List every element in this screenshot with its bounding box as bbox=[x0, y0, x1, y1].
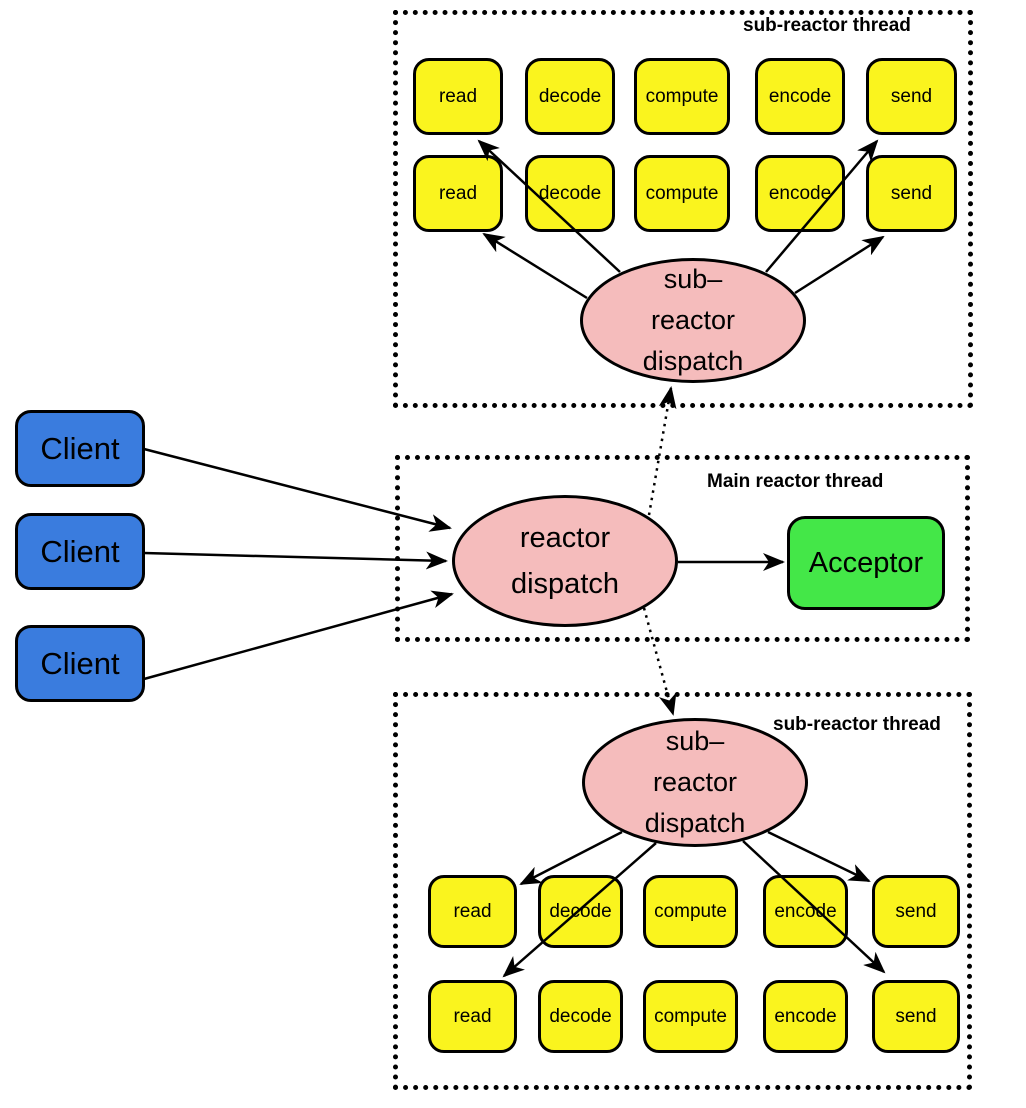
task-label: read bbox=[453, 900, 492, 922]
bottom-subreactor-dispatch-ellipse: sub– reactor dispatch bbox=[582, 718, 808, 847]
task-label: encode bbox=[774, 1005, 837, 1027]
client-label: Client bbox=[40, 645, 120, 681]
top-subreactor-thread-label: sub-reactor thread bbox=[743, 15, 911, 36]
task-label: compute bbox=[645, 85, 719, 107]
task-label: compute bbox=[654, 1005, 727, 1027]
task-box: compute bbox=[643, 980, 738, 1053]
ellipse-line: dispatch bbox=[642, 346, 744, 376]
task-box: send bbox=[872, 875, 960, 948]
acceptor-box: Acceptor bbox=[787, 516, 945, 610]
client-label: Client bbox=[40, 533, 120, 569]
client-box: Client bbox=[15, 625, 145, 702]
task-label: compute bbox=[645, 182, 719, 204]
task-label: compute bbox=[654, 900, 727, 922]
ellipse-line: sub– bbox=[665, 726, 725, 756]
task-box: encode bbox=[763, 875, 848, 948]
task-label: send bbox=[890, 85, 933, 107]
bottom-subreactor-thread-label: sub-reactor thread bbox=[773, 714, 941, 735]
task-box: compute bbox=[634, 155, 730, 232]
task-box: send bbox=[866, 155, 957, 232]
acceptor-label: Acceptor bbox=[808, 546, 924, 579]
task-box: read bbox=[413, 155, 503, 232]
task-box: decode bbox=[525, 155, 615, 232]
top-subreactor-dispatch-ellipse: sub– reactor dispatch bbox=[580, 258, 806, 383]
main-reactor-thread-label: Main reactor thread bbox=[707, 471, 884, 492]
task-box: decode bbox=[538, 875, 623, 948]
task-label: decode bbox=[538, 85, 602, 107]
task-label: send bbox=[890, 182, 933, 204]
task-label: encode bbox=[774, 900, 837, 922]
ellipse-line: dispatch bbox=[644, 808, 746, 838]
task-label: decode bbox=[549, 1005, 612, 1027]
task-label: decode bbox=[549, 900, 612, 922]
task-box: encode bbox=[755, 58, 845, 135]
task-box: compute bbox=[634, 58, 730, 135]
reactor-dispatch-ellipse: reactor dispatch bbox=[452, 495, 678, 627]
task-label: encode bbox=[768, 85, 832, 107]
task-label: read bbox=[438, 85, 478, 107]
task-box: read bbox=[428, 980, 517, 1053]
task-box: encode bbox=[755, 155, 845, 232]
ellipse-line: reactor bbox=[652, 767, 738, 797]
task-box: encode bbox=[763, 980, 848, 1053]
client-label: Client bbox=[40, 430, 120, 466]
task-label: send bbox=[895, 900, 937, 922]
ellipse-line: sub– bbox=[663, 264, 723, 294]
task-box: read bbox=[413, 58, 503, 135]
task-box: read bbox=[428, 875, 517, 948]
task-box: send bbox=[866, 58, 957, 135]
main-reactor-thread-box bbox=[395, 455, 970, 642]
ellipse-line: dispatch bbox=[510, 568, 619, 600]
task-box: compute bbox=[643, 875, 738, 948]
bottom-subreactor-thread-box bbox=[393, 692, 972, 1090]
client-box: Client bbox=[15, 513, 145, 590]
task-label: read bbox=[438, 182, 478, 204]
client-box: Client bbox=[15, 410, 145, 487]
task-label: read bbox=[453, 1005, 492, 1027]
task-label: decode bbox=[538, 182, 602, 204]
ellipse-line: reactor bbox=[519, 522, 611, 554]
task-label: send bbox=[895, 1005, 937, 1027]
task-box: decode bbox=[525, 58, 615, 135]
task-box: decode bbox=[538, 980, 623, 1053]
task-box: send bbox=[872, 980, 960, 1053]
top-subreactor-thread-box bbox=[393, 10, 973, 408]
ellipse-line: reactor bbox=[650, 305, 736, 335]
task-label: encode bbox=[768, 182, 832, 204]
